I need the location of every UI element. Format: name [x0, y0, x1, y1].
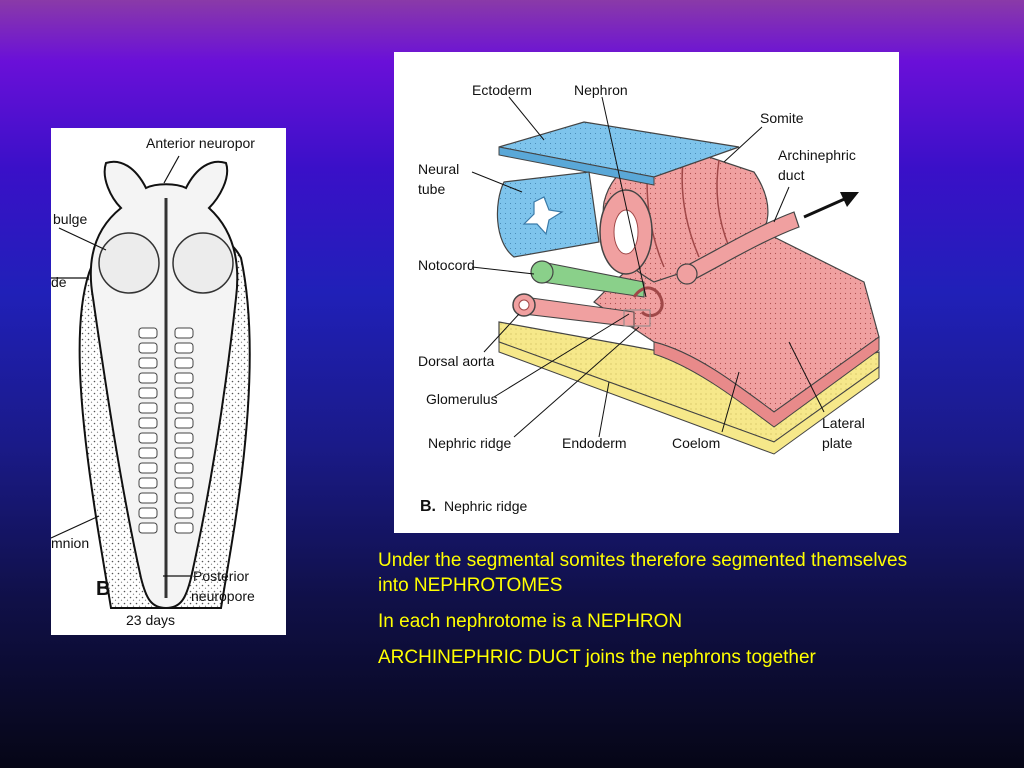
direction-arrow-line: [803, 195, 850, 219]
label-lateral: Lateral: [822, 415, 865, 431]
archinephric-duct-end: [676, 263, 698, 285]
dorsal-aorta-lumen: [518, 299, 530, 311]
endoderm-edge: [498, 341, 880, 455]
label-posterior: Posterior: [193, 568, 249, 584]
label-endoderm: Endoderm: [562, 435, 627, 451]
somites: [138, 327, 194, 534]
notocord-end: [530, 260, 554, 284]
label-duct: duct: [778, 167, 805, 183]
note-nephrotomes: Under the segmental somites therefore se…: [378, 550, 908, 596]
brain-bulge-left: [98, 232, 160, 294]
caption-letter: B.: [420, 498, 436, 515]
label-coelom: Coelom: [672, 435, 720, 451]
ectoderm-edge: [498, 146, 655, 186]
label-neuropore: neuropore: [191, 588, 255, 604]
label-bulge: bulge: [53, 211, 87, 227]
label-archinephric: Archinephric: [778, 147, 856, 163]
label-dorsal-aorta: Dorsal aorta: [418, 353, 494, 369]
embryo-figure: Anterior neuropor bulge de mnion B Poste…: [51, 128, 286, 635]
note-archinephric-duct: ARCHINEPHRIC DUCT joins the nephrons tog…: [378, 647, 816, 668]
nephric-ridge-figure: Ectoderm Nephron Somite Neural tube Arch…: [394, 52, 899, 533]
label-somite: Somite: [760, 110, 804, 126]
label-age: 23 days: [126, 612, 175, 628]
label-nephron: Nephron: [574, 82, 628, 98]
label-nephric-ridge: Nephric ridge: [428, 435, 511, 451]
archinephric-duct: [683, 211, 800, 283]
label-amnion: mnion: [51, 535, 89, 551]
label-side-fragment: de: [51, 274, 67, 290]
coelom-edge: [653, 336, 880, 428]
embryo-drawing: Anterior neuropor bulge de mnion B Poste…: [51, 135, 255, 628]
label-glomerulus: Glomerulus: [426, 391, 498, 407]
label-neural: Neural: [418, 161, 459, 177]
leader-lines: [471, 96, 825, 438]
glomerulus-box: [623, 309, 651, 327]
note-nephron: In each nephrotome is a NEPHRON: [378, 611, 683, 632]
brain-bulge-right: [172, 232, 234, 294]
direction-arrow-icon: [840, 192, 859, 207]
label-notocord: Notocord: [418, 257, 475, 273]
caption-text: Nephric ridge: [444, 498, 527, 514]
neural-tube-lumen: [522, 196, 564, 236]
leader-lines: [51, 155, 191, 577]
label-ectoderm: Ectoderm: [472, 82, 532, 98]
label-anterior-neuropore: Anterior neuropor: [146, 135, 255, 151]
label-tube: tube: [418, 181, 445, 197]
label-plate: plate: [822, 435, 853, 451]
notes-block: Under the segmental somites therefore se…: [378, 548, 938, 681]
label-figure-letter: B: [96, 578, 110, 600]
nephric-drawing: Ectoderm Nephron Somite Neural tube Arch…: [418, 82, 880, 515]
somite-lumen: [613, 209, 639, 255]
